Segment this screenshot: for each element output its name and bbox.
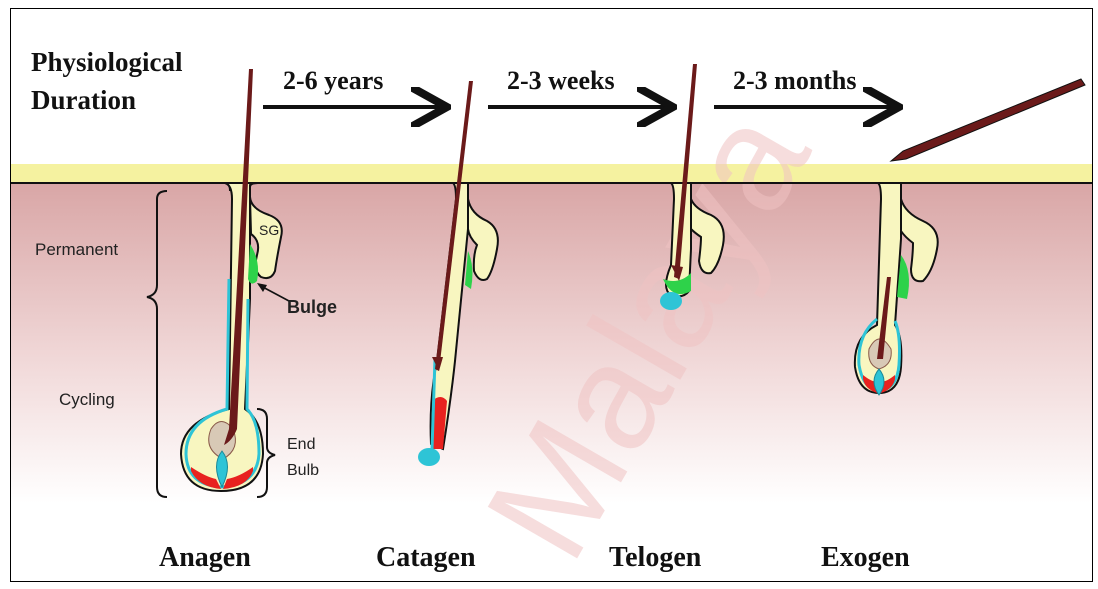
stage-anagen: Anagen [159,542,251,573]
duration-catagen: 2-3 weeks [507,66,615,95]
duration-anagen: 2-6 years [283,66,383,95]
catagen-dermal-papilla [418,448,440,466]
hair-cycle-figure: Malaya [10,8,1093,582]
exogen-shedding-hair [891,79,1085,161]
hair-cycle-diagram: Malaya [11,9,1093,582]
stage-telogen: Telogen [609,542,702,573]
label-sg: SG [259,222,279,238]
stage-catagen: Catagen [376,542,476,573]
title-line-1: Physiological [31,47,183,77]
stage-exogen: Exogen [821,542,910,573]
label-permanent: Permanent [35,240,118,259]
label-cycling: Cycling [59,390,115,409]
duration-telogen: 2-3 months [733,66,857,95]
telogen-dermal-papilla [660,292,682,310]
label-end-bulb-line-1: End [287,436,315,453]
label-end-bulb-line-2: Bulb [287,462,319,479]
skin-surface-layer [11,164,1093,183]
label-bulge: Bulge [287,297,337,317]
title-line-2: Duration [31,85,136,115]
